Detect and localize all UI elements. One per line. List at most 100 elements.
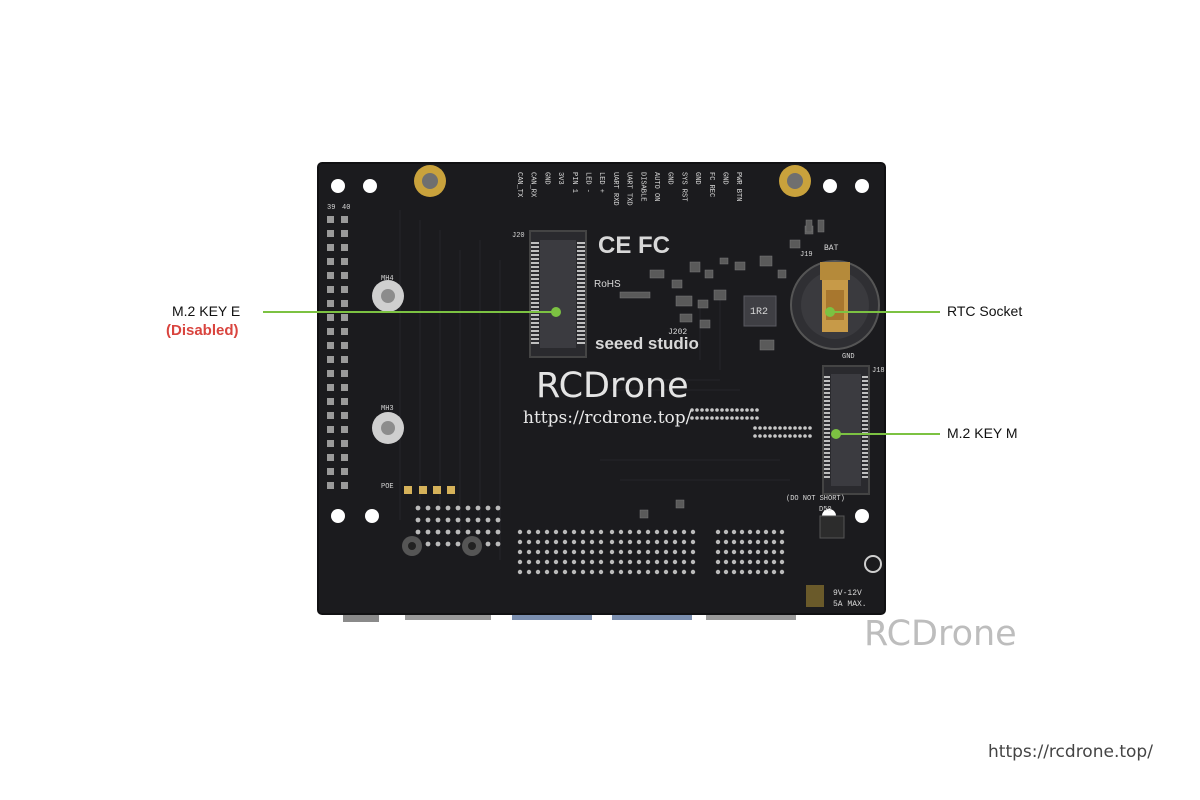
via bbox=[771, 559, 777, 565]
test-point bbox=[730, 416, 734, 420]
via bbox=[715, 539, 721, 545]
slot-pin bbox=[862, 456, 868, 458]
header-pin bbox=[341, 426, 348, 433]
watermark-center-title: RCDrone bbox=[536, 366, 689, 406]
slot-pin bbox=[824, 448, 830, 450]
slot-pin bbox=[862, 424, 868, 426]
test-point bbox=[758, 426, 762, 430]
via bbox=[609, 569, 615, 575]
test-point bbox=[783, 434, 787, 438]
callout-label-m2-key-m: M.2 KEY M bbox=[947, 425, 1018, 441]
power-current-label: 5A MAX. bbox=[833, 600, 867, 609]
via bbox=[747, 549, 753, 555]
via bbox=[495, 517, 501, 523]
via bbox=[425, 541, 431, 547]
smd-part bbox=[704, 269, 714, 279]
test-point bbox=[788, 426, 792, 430]
slot-pin bbox=[577, 310, 585, 312]
header-pin bbox=[341, 468, 348, 475]
via bbox=[747, 539, 753, 545]
test-point bbox=[773, 426, 777, 430]
smd-part bbox=[671, 279, 683, 289]
via bbox=[681, 549, 687, 555]
via bbox=[517, 539, 523, 545]
slot-pin bbox=[862, 384, 868, 386]
slot-pin bbox=[862, 428, 868, 430]
slot-pin bbox=[862, 460, 868, 462]
header-pin bbox=[327, 398, 334, 405]
slot-pin bbox=[824, 408, 830, 410]
smd-part bbox=[649, 269, 665, 279]
header-pin bbox=[341, 384, 348, 391]
test-point bbox=[725, 408, 729, 412]
via bbox=[553, 559, 559, 565]
test-point bbox=[768, 426, 772, 430]
callout-note-disabled: (Disabled) bbox=[166, 322, 239, 339]
do-not-short-label: (DO NOT SHORT) bbox=[786, 495, 845, 503]
test-point bbox=[705, 416, 709, 420]
top-pin-label: UART RXD bbox=[611, 172, 619, 206]
slot-pin bbox=[577, 330, 585, 332]
slot-pin bbox=[531, 338, 539, 340]
slot-pin bbox=[531, 342, 539, 344]
via bbox=[731, 569, 737, 575]
test-point bbox=[710, 416, 714, 420]
silver-standoffs bbox=[372, 280, 404, 444]
via bbox=[485, 541, 491, 547]
callout-dot-m2-key-m bbox=[831, 429, 841, 439]
test-point bbox=[808, 426, 812, 430]
via bbox=[609, 559, 615, 565]
via bbox=[755, 549, 761, 555]
slot-pin bbox=[531, 290, 539, 292]
slot-pin bbox=[577, 278, 585, 280]
test-point bbox=[763, 434, 767, 438]
via bbox=[715, 569, 721, 575]
header-pin bbox=[327, 258, 334, 265]
header-pin bbox=[327, 454, 334, 461]
via bbox=[535, 539, 541, 545]
via bbox=[609, 549, 615, 555]
via bbox=[445, 517, 451, 523]
via bbox=[589, 539, 595, 545]
test-point bbox=[773, 434, 777, 438]
via bbox=[495, 529, 501, 535]
test-point bbox=[710, 408, 714, 412]
test-point bbox=[720, 408, 724, 412]
via bbox=[763, 529, 769, 535]
slot-pin bbox=[824, 388, 830, 390]
header-pin bbox=[327, 230, 334, 237]
slot-pin bbox=[531, 326, 539, 328]
via bbox=[681, 539, 687, 545]
via bbox=[562, 549, 568, 555]
via bbox=[589, 529, 595, 535]
via bbox=[715, 529, 721, 535]
via bbox=[455, 517, 461, 523]
slot-pin bbox=[577, 298, 585, 300]
smd-part bbox=[675, 499, 685, 509]
test-point bbox=[763, 426, 767, 430]
slot-pin bbox=[824, 464, 830, 466]
via bbox=[526, 529, 532, 535]
via bbox=[609, 529, 615, 535]
slot-pin bbox=[824, 460, 830, 462]
via bbox=[690, 549, 696, 555]
smd-part bbox=[789, 239, 801, 249]
via bbox=[618, 559, 624, 565]
header-pin bbox=[341, 412, 348, 419]
test-point bbox=[755, 416, 759, 420]
slot-pin bbox=[531, 258, 539, 260]
test-point bbox=[690, 416, 694, 420]
via bbox=[654, 559, 660, 565]
slot-pin bbox=[862, 448, 868, 450]
via bbox=[654, 529, 660, 535]
smd-part bbox=[675, 295, 693, 307]
slot-pin bbox=[531, 270, 539, 272]
top-pin-label: FC REC bbox=[707, 172, 715, 197]
via bbox=[681, 559, 687, 565]
header-pin bbox=[341, 440, 348, 447]
slot-pin bbox=[824, 476, 830, 478]
slot-pin bbox=[577, 318, 585, 320]
via bbox=[475, 529, 481, 535]
top-pin-label: CAN_TX bbox=[515, 172, 523, 198]
